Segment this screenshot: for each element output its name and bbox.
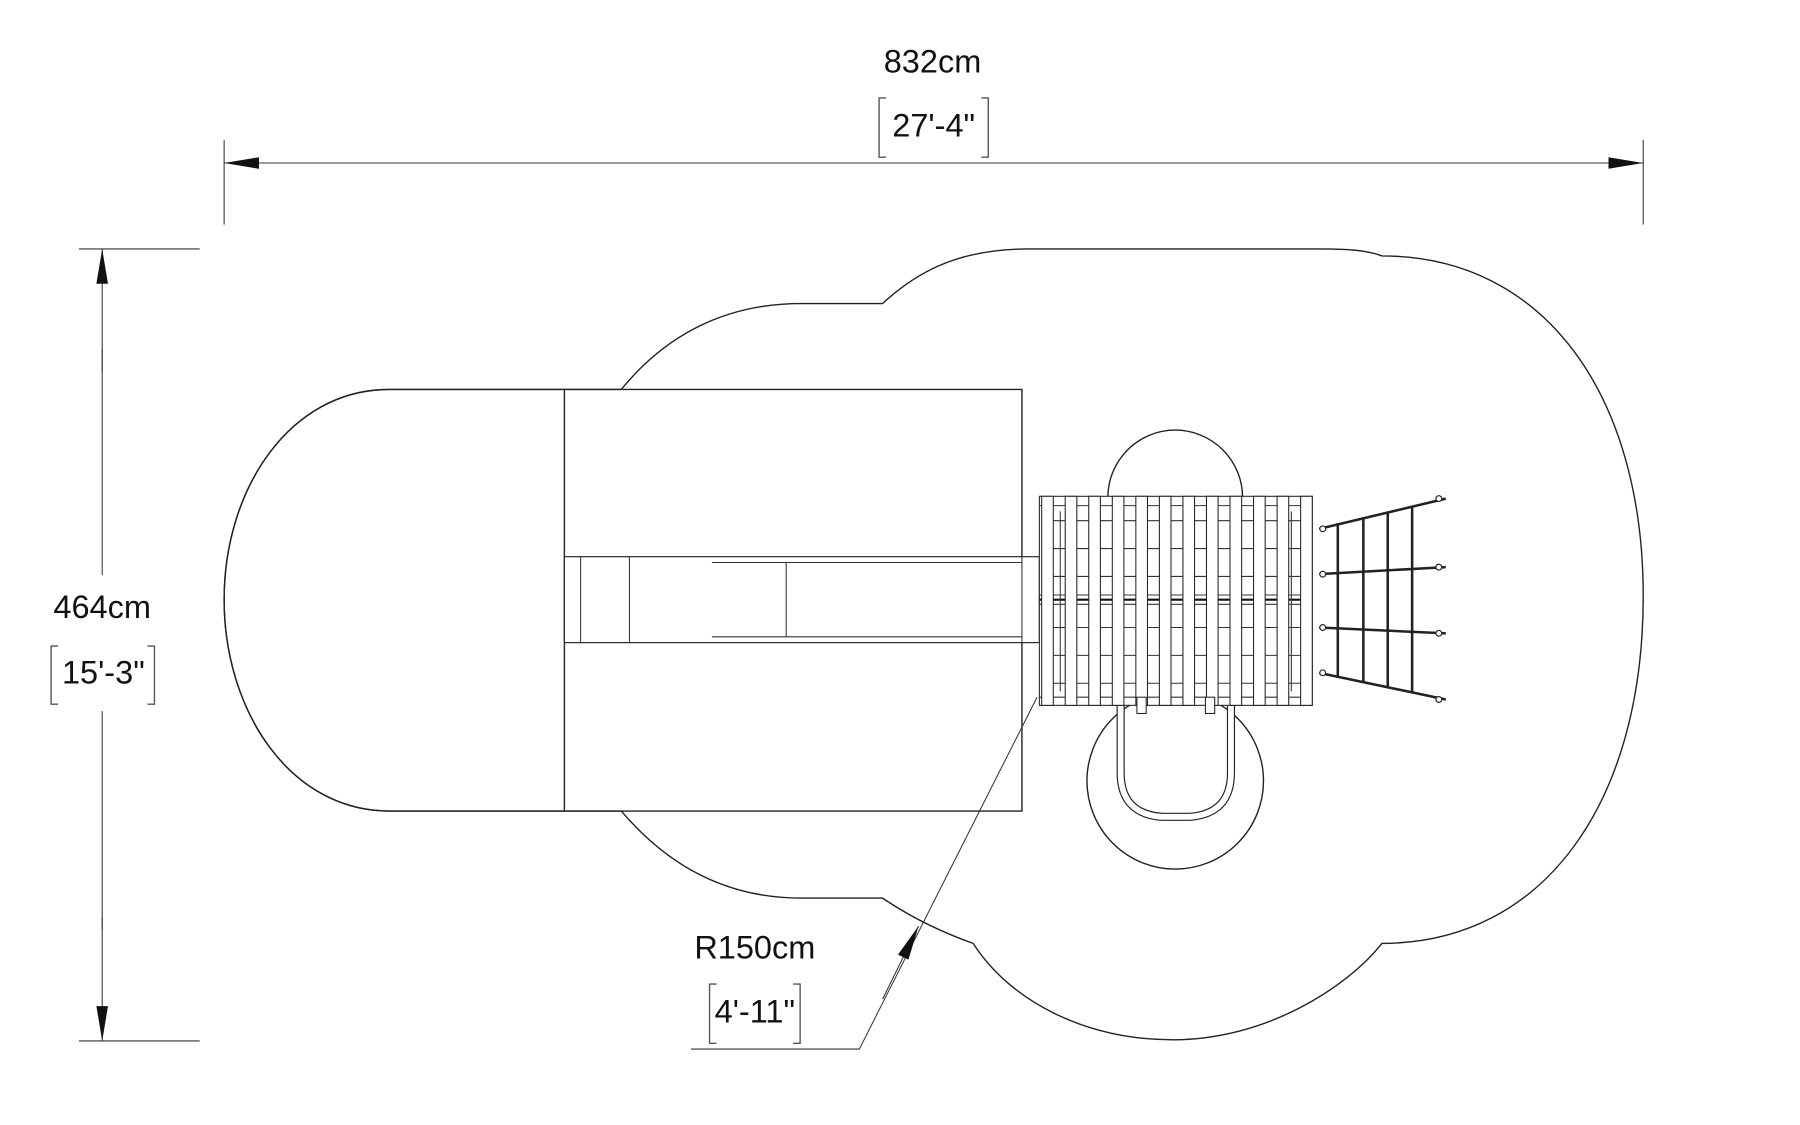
radius-metric-label: R150cm — [694, 930, 815, 966]
leader-arrow — [882, 925, 920, 1000]
depth-metric-label: 464cm — [53, 589, 151, 625]
deck-slat — [1158, 495, 1172, 706]
deck-slat — [1253, 495, 1266, 706]
bracket — [50, 645, 156, 705]
deck-slat — [1088, 495, 1101, 706]
net-connector — [1319, 624, 1327, 632]
bottom-use-zone-circle — [1086, 691, 1265, 870]
deck-platform — [1038, 495, 1313, 714]
leader-line — [690, 696, 1038, 1050]
deck-slat — [1111, 495, 1125, 706]
net-connector — [1435, 629, 1443, 637]
net-rope — [1318, 497, 1447, 531]
deck-slat — [1182, 495, 1196, 706]
bracket — [878, 97, 989, 158]
net-connector — [1319, 525, 1327, 533]
net-connector — [1435, 563, 1443, 571]
net-connector — [1435, 495, 1443, 503]
net-rope — [1319, 626, 1446, 635]
deck-slat — [1064, 495, 1078, 706]
net-connector — [1319, 669, 1327, 677]
net-connector — [1319, 570, 1327, 578]
deck-slat — [1205, 495, 1219, 706]
bracket — [708, 983, 801, 1044]
deck-slat — [1041, 495, 1054, 706]
top-use-zone-circle — [1107, 429, 1244, 498]
deck-slat — [1300, 495, 1313, 706]
radius-dimension: R150cm 4'-11" — [690, 696, 1038, 1050]
width-dimension: 832cm 27'-4" — [223, 43, 1644, 225]
net-rope — [1319, 565, 1446, 576]
slide — [563, 556, 1040, 644]
net-rope — [1318, 671, 1447, 701]
width-imperial-label: 27'-4" — [892, 107, 975, 143]
deck-slat — [1229, 495, 1243, 706]
deck-slat — [1276, 495, 1290, 706]
slide-exit-zone — [223, 388, 1023, 812]
climbing-net — [1318, 495, 1447, 704]
width-metric-label: 832cm — [884, 43, 982, 79]
radius-imperial-label: 4'-11" — [715, 993, 795, 1029]
step-ladder — [1116, 704, 1236, 821]
net-connector — [1435, 696, 1443, 704]
deck-slat — [1135, 495, 1148, 706]
depth-imperial-label: 15'-3" — [62, 654, 145, 690]
depth-dimension: 464cm 15'-3" — [50, 248, 200, 1042]
